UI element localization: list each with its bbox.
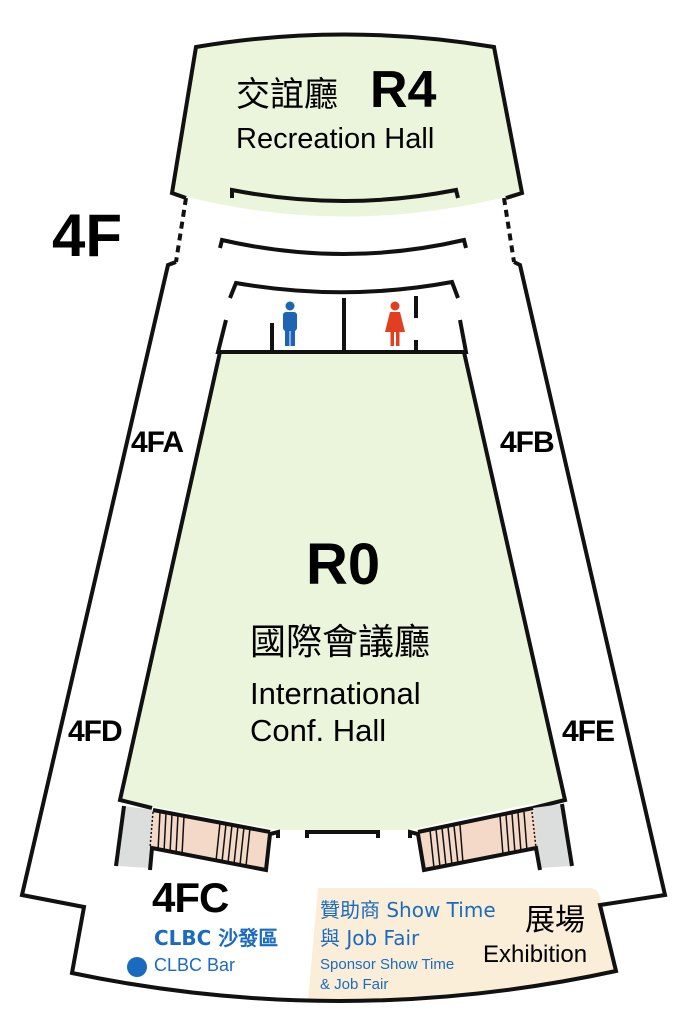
- corridor-wall-lower: [218, 237, 468, 256]
- stair-steps-right: [429, 811, 528, 869]
- exhibition-area[interactable]: [308, 888, 616, 1000]
- floor-label: 4F: [52, 202, 123, 269]
- sponsor-title-line1: 贊助商 Show Time: [320, 898, 496, 922]
- clbc-lounge-label: CLBC 沙發區: [154, 926, 279, 950]
- r0-wall: [117, 351, 568, 810]
- recreation-hall-r4[interactable]: [172, 34, 522, 217]
- gray-area-left: [118, 806, 153, 868]
- stairs-right[interactable]: [418, 808, 538, 870]
- zone-4fd-label: 4FD: [68, 715, 123, 748]
- gray-area-right: [533, 804, 570, 868]
- center-door-wall: [305, 830, 380, 838]
- r4-wall: [169, 32, 525, 200]
- restroom-block-wall: [215, 279, 469, 354]
- sponsor-subtitle-line2: & Job Fair: [320, 976, 389, 993]
- r0-name-cn: 國際會議廳: [250, 622, 431, 663]
- outer-wall: [19, 260, 668, 1003]
- stair-wall-left: [114, 805, 280, 873]
- stair-wall-right: [408, 803, 574, 873]
- stair-steps-left: [157, 811, 251, 867]
- zone-4fb-label: 4FB: [500, 426, 555, 459]
- r0-name-en-line1: International: [250, 676, 421, 711]
- dashed-opening-left: [174, 197, 188, 263]
- sponsor-title-line2: 與 Job Fair: [320, 926, 420, 950]
- clbc-bar-label: CLBC Bar: [154, 955, 236, 975]
- men-restroom-icon: [283, 301, 297, 346]
- clbc-bar-marker-icon[interactable]: [127, 957, 147, 977]
- r0-name-en-line2: Conf. Hall: [250, 713, 387, 748]
- sponsor-subtitle-line1: Sponsor Show Time: [320, 956, 455, 973]
- zone-4fe-label: 4FE: [562, 715, 615, 748]
- international-conf-hall-r0[interactable]: [120, 352, 565, 830]
- exhibition-label-en: Exhibition: [483, 941, 588, 968]
- exhibition-label-cn: 展場: [525, 903, 585, 938]
- corridor-wall-upper: [230, 187, 460, 203]
- dashed-opening-right: [502, 197, 516, 263]
- r4-code: R4: [370, 61, 437, 119]
- r4-name-cn: 交誼廳: [236, 75, 338, 115]
- zone-4fc-label: 4FC: [152, 874, 229, 921]
- r0-code: R0: [306, 532, 381, 597]
- women-restroom-icon: [385, 301, 405, 346]
- r4-name-en: Recreation Hall: [236, 123, 435, 155]
- zone-4fa-label: 4FA: [131, 426, 184, 459]
